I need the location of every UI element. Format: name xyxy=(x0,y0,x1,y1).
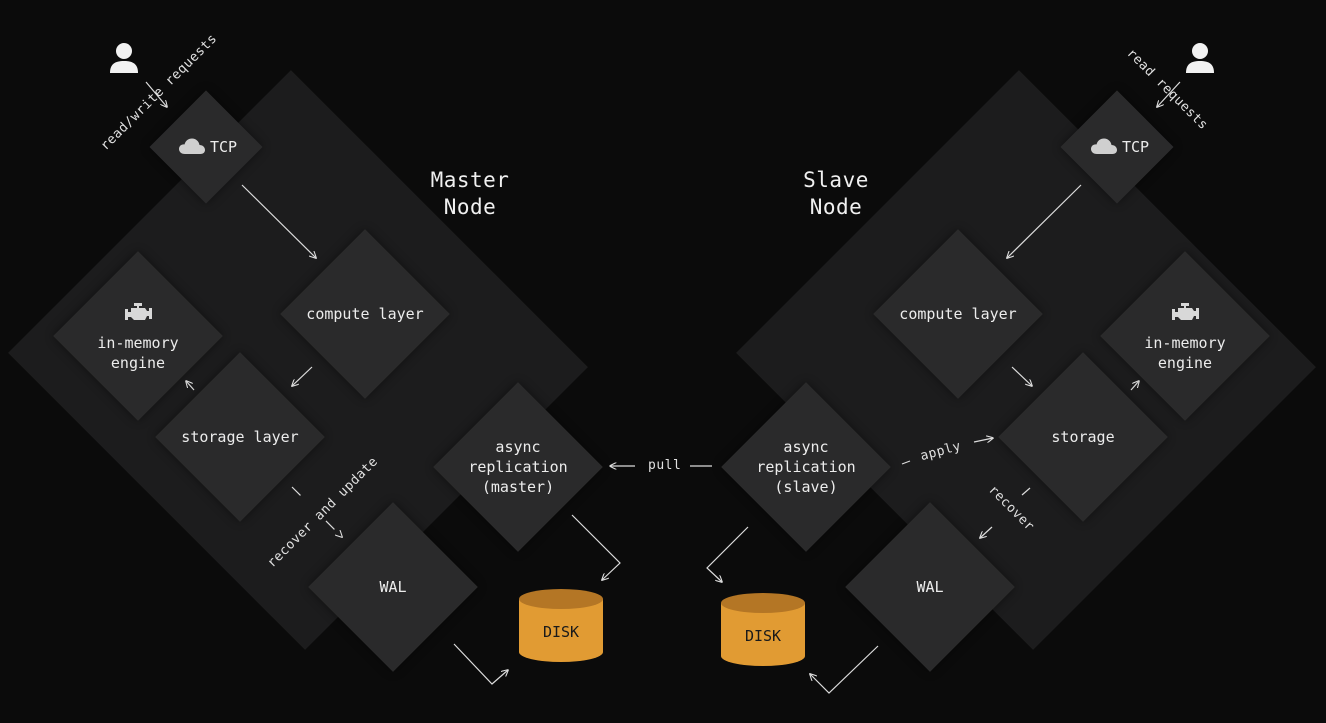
edge-slave-tcp-compute xyxy=(1007,184,1082,258)
master-disk: DISK xyxy=(518,588,604,664)
master-storage-label: storage layer xyxy=(181,428,299,446)
edge-master-compute-storage xyxy=(292,366,313,386)
edge-slave-recover-start xyxy=(1021,487,1031,496)
edge-slave-apply-start xyxy=(901,460,911,465)
slave-disk-label: DISK xyxy=(744,627,782,645)
master-disk-label: DISK xyxy=(542,623,580,641)
master-user-icon xyxy=(110,43,138,73)
pull-edge-label: pull xyxy=(648,458,682,473)
edge-master-tcp-compute xyxy=(241,184,316,258)
edge-slave-recover-end xyxy=(980,526,993,538)
edge-slave-wal-disk xyxy=(810,645,879,694)
master-replication-line1: async xyxy=(495,438,541,456)
slave-replication-line3: (slave) xyxy=(774,478,838,496)
slave-engine-label: in-memory engine xyxy=(1125,333,1245,373)
edge-slave-storage-engine xyxy=(1130,381,1139,391)
slave-title-line1: Slave xyxy=(803,168,869,192)
master-compute-label: compute layer xyxy=(306,305,424,323)
master-cloud-icon xyxy=(178,138,205,154)
master-tcp-text: TCP xyxy=(209,138,238,156)
edge-slave-client-tcp xyxy=(1157,81,1181,107)
slave-engine-icon xyxy=(1172,303,1199,320)
slave-disk: DISK xyxy=(720,592,806,668)
slave-storage-label: storage xyxy=(1051,428,1115,446)
slave-replication-line2: replication xyxy=(756,458,856,476)
master-replication-line3: (master) xyxy=(481,478,555,496)
master-node-title: Master Node xyxy=(400,167,540,221)
slave-replication-line1: async xyxy=(783,438,829,456)
slave-title-line2: Node xyxy=(809,195,863,219)
master-engine-line2: engine xyxy=(110,354,166,372)
master-title-line2: Node xyxy=(443,195,497,219)
edge-master-wal-disk xyxy=(453,643,508,685)
slave-tcp-text: TCP xyxy=(1121,138,1150,156)
master-tcp-label: TCP xyxy=(175,137,241,157)
edge-slave-apply-end xyxy=(973,438,993,442)
edge-master-client-tcp xyxy=(145,81,167,107)
slave-tcp-label: TCP xyxy=(1087,137,1153,157)
edge-slave-compute-storage xyxy=(1011,366,1032,386)
master-title-line1: Master xyxy=(430,168,510,192)
edge-master-storage-engine xyxy=(186,381,195,391)
master-engine-line1: in-memory xyxy=(97,334,179,352)
edge-master-storage-wal xyxy=(291,486,342,537)
edge-master-replication-disk xyxy=(571,514,621,580)
master-replication-label: async replication (master) xyxy=(458,437,578,497)
edge-slave-replication-disk xyxy=(706,526,749,582)
master-replication-line2: replication xyxy=(468,458,568,476)
slave-compute-label: compute layer xyxy=(899,305,1017,323)
slave-engine-line2: engine xyxy=(1157,354,1213,372)
slave-replication-label: async replication (slave) xyxy=(746,437,866,497)
slave-wal-label: WAL xyxy=(916,578,944,596)
slave-node-title: Slave Node xyxy=(766,167,906,221)
slave-engine-line1: in-memory xyxy=(1144,334,1226,352)
master-wal-label: WAL xyxy=(379,578,407,596)
slave-user-icon xyxy=(1186,43,1214,73)
master-engine-label: in-memory engine xyxy=(78,333,198,373)
slave-cloud-icon xyxy=(1090,138,1117,154)
master-engine-icon xyxy=(125,303,152,320)
